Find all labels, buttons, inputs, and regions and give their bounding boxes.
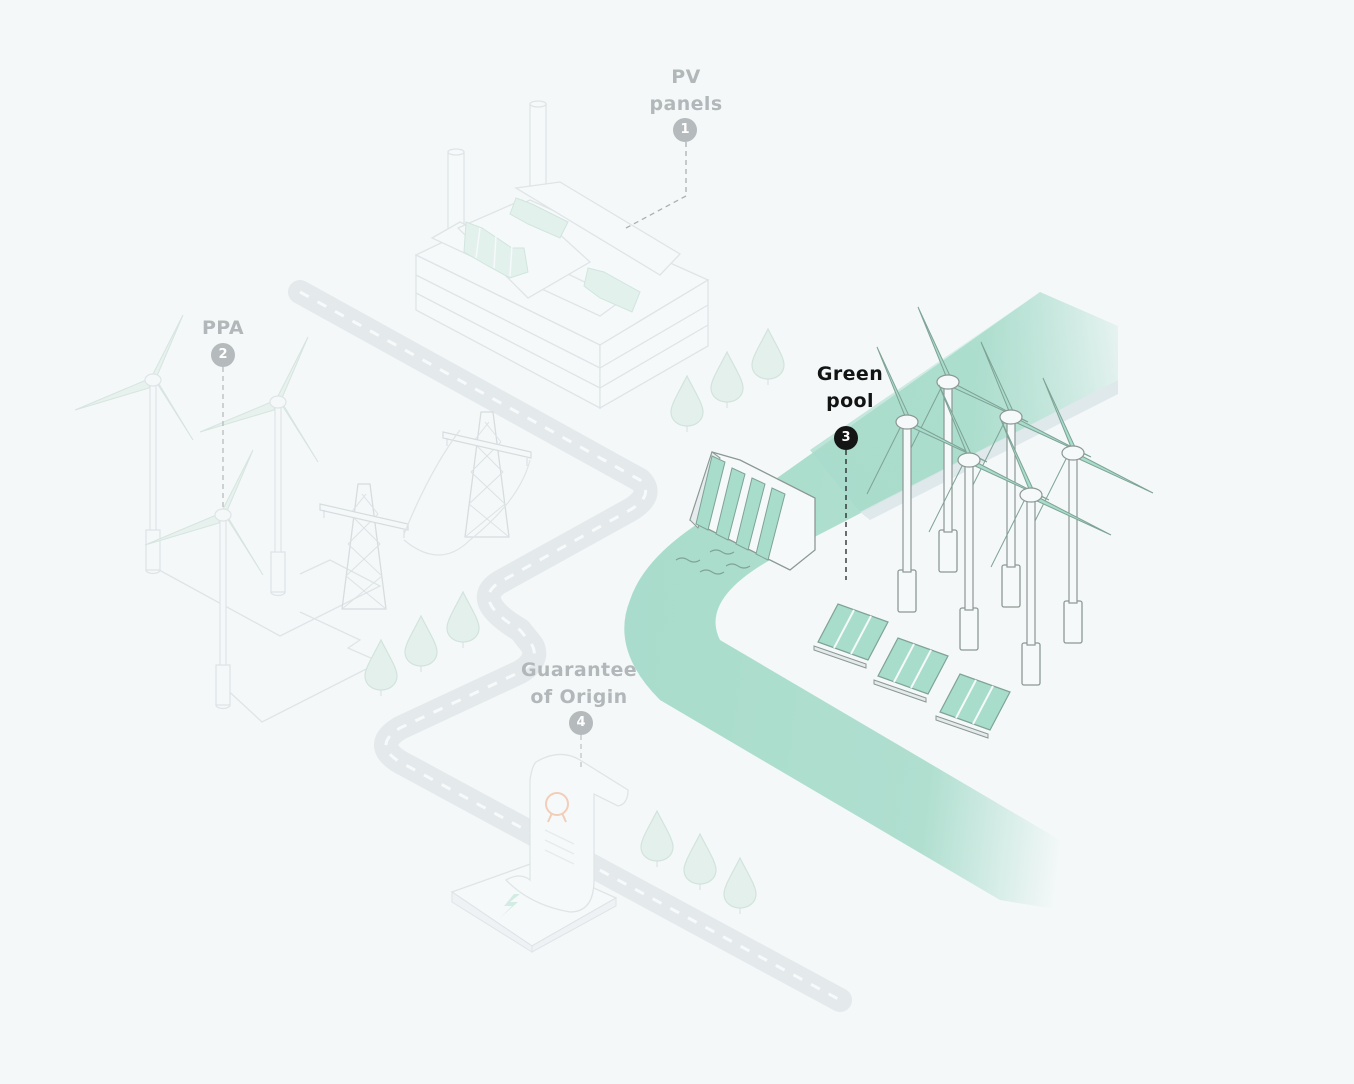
- tree-icon: [752, 329, 784, 385]
- step-badge-4[interactable]: 4: [569, 711, 593, 735]
- step-label-green-pool: Green pool: [800, 361, 900, 415]
- wind-turbine-icon: [200, 337, 318, 596]
- power-pylon-icon: [320, 484, 408, 609]
- tree-icon: [671, 376, 703, 432]
- label-line: PV: [636, 64, 736, 91]
- label-line: pool: [800, 388, 900, 415]
- factory-icon: [416, 101, 708, 408]
- step-label-pv-panels: PV panels: [636, 64, 736, 118]
- tree-icon: [711, 352, 743, 408]
- step-badge-3[interactable]: 3: [834, 426, 858, 450]
- wind-turbine-icon: [145, 450, 263, 709]
- certificate-scroll-icon: [452, 754, 628, 952]
- label-line: panels: [636, 91, 736, 118]
- label-line: Green: [800, 361, 900, 388]
- tree-icon: [684, 834, 716, 890]
- step-label-ppa: PPA: [183, 315, 263, 342]
- solar-panel-icon: [936, 674, 1010, 738]
- label-line: of Origin: [506, 684, 652, 711]
- step-badge-2[interactable]: 2: [211, 343, 235, 367]
- tree-icon: [724, 858, 756, 914]
- tree-icon: [405, 616, 437, 672]
- step-badge-1[interactable]: 1: [673, 118, 697, 142]
- power-pylon-icon: [443, 412, 531, 537]
- tree-icon: [447, 592, 479, 648]
- label-line: PPA: [183, 315, 263, 342]
- label-line: Guarantee: [506, 657, 652, 684]
- tree-icon: [365, 640, 397, 696]
- solar-panel-icon: [874, 638, 948, 702]
- ppa-wind-turbines: [75, 315, 318, 709]
- solar-panel-icon: [814, 604, 888, 668]
- step-label-guarantee-of-origin: Guarantee of Origin: [506, 657, 652, 711]
- tree-icon: [641, 811, 673, 867]
